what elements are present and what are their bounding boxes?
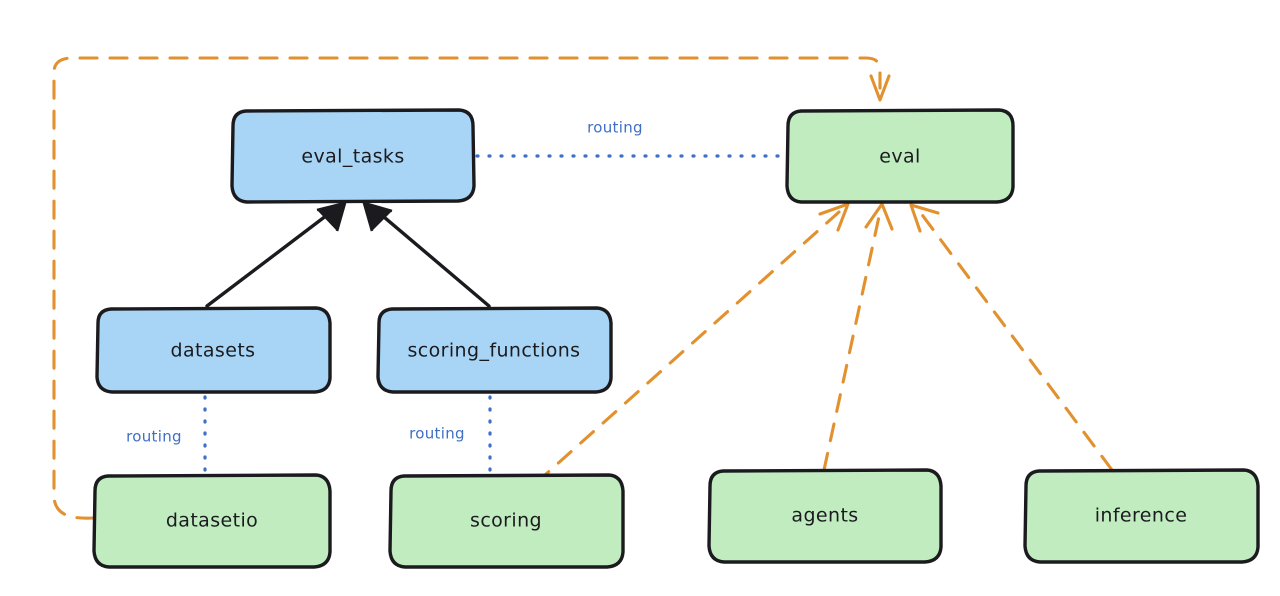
edge-path — [822, 210, 882, 472]
node-label: eval_tasks — [301, 146, 404, 168]
node-datasetio[interactable]: datasetio — [92, 473, 332, 569]
node-label: scoring_functions — [408, 340, 581, 362]
solid-edges — [205, 201, 491, 308]
edge-datasetio-eval[interactable] — [52, 56, 891, 520]
edge-path — [52, 56, 882, 520]
node-shape — [388, 473, 625, 569]
node-shape — [230, 108, 476, 204]
edge-label-routing-eval: routing — [587, 119, 643, 137]
edge-datasets-eval_tasks[interactable] — [205, 201, 347, 308]
arrowhead — [362, 201, 393, 232]
node-shape — [92, 473, 332, 569]
node-label: eval — [879, 146, 920, 168]
edge-inference-eval[interactable] — [909, 203, 1114, 472]
node-shape — [1023, 468, 1260, 564]
arrowhead — [864, 202, 894, 231]
node-shape — [707, 468, 943, 564]
node-shape — [95, 306, 332, 394]
arrowhead — [869, 74, 891, 102]
edge-agents-eval[interactable] — [822, 202, 894, 472]
edge-scoring_functions-eval_tasks[interactable] — [362, 201, 491, 308]
node-eval_tasks[interactable]: eval_tasks — [230, 108, 476, 204]
node-agents[interactable]: agents — [707, 468, 943, 564]
node-datasets[interactable]: datasets — [95, 306, 332, 394]
dependency-edges — [52, 56, 1114, 520]
node-label: datasetio — [166, 510, 258, 532]
node-label: datasets — [171, 340, 256, 362]
node-inference[interactable]: inference — [1023, 468, 1260, 564]
edge-label-routing-datasetio: routing — [126, 428, 182, 446]
node-label: agents — [791, 505, 858, 527]
node-shape — [376, 306, 613, 394]
arrowhead — [909, 203, 940, 233]
edge-label-routing-scoring: routing — [409, 425, 465, 443]
node-shape — [785, 108, 1015, 204]
node-scoring_functions[interactable]: scoring_functions — [376, 306, 613, 394]
routing-edges — [203, 154, 786, 474]
node-scoring[interactable]: scoring — [388, 473, 625, 569]
arrowhead — [818, 202, 850, 232]
edge-path — [918, 210, 1114, 472]
edge-scoring-eval[interactable] — [534, 202, 850, 485]
node-label: inference — [1095, 505, 1188, 527]
edge-path — [534, 210, 841, 485]
node-eval[interactable]: eval — [785, 108, 1015, 204]
edge-path — [205, 204, 341, 308]
node-label: scoring — [470, 510, 542, 532]
edge-path — [369, 204, 491, 308]
arrowhead — [316, 201, 347, 232]
edge-labels: routing routing routing — [126, 119, 643, 446]
